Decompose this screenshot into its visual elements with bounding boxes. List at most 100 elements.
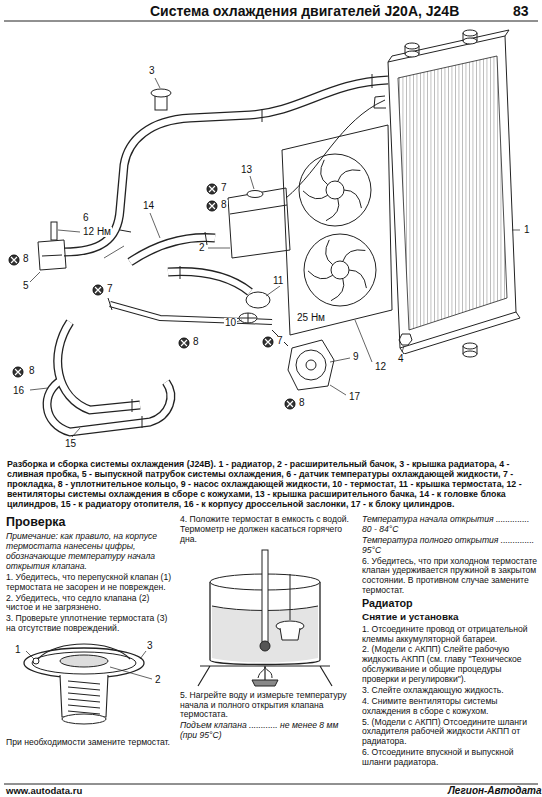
metal-pipe-part (108, 298, 112, 310)
step-text: 2. (Модели с АКПП) Слейте рабочую жидкос… (362, 645, 538, 685)
spec-text: Температура начала открытия ............… (362, 515, 538, 535)
seal-symbols-part (285, 399, 295, 409)
spec-text: Температура полного открытия ...........… (362, 536, 538, 556)
hose-clamps (120, 74, 372, 428)
figure-caption: Разборка и сборка системы охлаждения (J2… (7, 459, 535, 510)
dimension-label: 12 Нм (82, 227, 112, 237)
thermostat-cover-part (240, 313, 256, 323)
thermostat-test-figure-part (260, 641, 270, 651)
callout-number: 4 (397, 354, 405, 364)
figure: 1 3 2 (6, 637, 172, 735)
fan-shroud-part-part (344, 190, 361, 208)
seal-symbols-part (179, 338, 189, 348)
fan-shroud-part (303, 160, 366, 301)
step-text: 6. Отсоедините впускной и выпускной шлан… (362, 748, 538, 768)
water-pump-part (306, 360, 316, 370)
thermostat-test-figure-part (258, 667, 272, 678)
callout-number: 8 (28, 366, 36, 376)
step-text: 4. Положите термостат в емкость с водой.… (180, 515, 354, 545)
seal-symbols-part (93, 285, 103, 295)
callout-number: 3 (148, 66, 156, 76)
callout-number: 12 (374, 362, 387, 372)
thermostat-figure-part (26, 651, 152, 679)
step-text: 1. Отсоедините провод от отрицательной к… (362, 625, 538, 645)
fan-shroud-part-part (331, 279, 344, 301)
thermostat-figure (6, 637, 172, 735)
radiator-mounts (405, 30, 477, 357)
drain-plug (399, 334, 412, 345)
thermostat-figure-part (68, 681, 100, 714)
header-rule-part (4, 784, 538, 785)
callout-number: 16 (12, 386, 25, 396)
callout-number: 6 (82, 213, 90, 223)
outlet-pipe (38, 222, 66, 270)
callout-number: 2 (198, 243, 206, 253)
callout-number: 3 (146, 641, 154, 651)
radiator-cap (151, 89, 171, 110)
fan-shroud-part-part (321, 160, 328, 185)
fan-shroud-part (331, 261, 349, 279)
outlet-pipe-part (42, 255, 62, 256)
footer-publisher: Легион-Автодата (448, 785, 542, 797)
thermostat-cover-part (246, 292, 270, 308)
metal-pipe-part (110, 304, 272, 322)
callout-number: 8 (22, 254, 30, 264)
page-title: Система охлаждения двигателей J20A, J24B (150, 3, 459, 19)
radiator-mounts-part (463, 30, 477, 36)
expansion-tank-part (228, 188, 290, 258)
leader-lines (30, 78, 520, 437)
thermostat-figure-part (32, 652, 136, 674)
callout-number: 17 (348, 392, 361, 402)
seal-symbols-part (207, 201, 217, 211)
hoses-part (130, 238, 215, 262)
step-text: 5. (Модели с АКПП) Отсоедините шланги ох… (362, 718, 538, 748)
seal-symbols-part (263, 337, 273, 347)
callout-number: 2 (154, 675, 162, 685)
radiator-mounts-part (463, 38, 477, 44)
water-pump-part (288, 340, 334, 390)
step-text: 6. Убедитесь, что при холодном термостат… (362, 557, 538, 597)
thermostat-figure-part (60, 655, 108, 667)
seal-symbols-part (209, 186, 215, 192)
radiator-part (388, 36, 516, 348)
water-pump-part (272, 330, 288, 346)
header-rule-part (4, 21, 538, 22)
callout-number: 1 (14, 645, 22, 655)
radiator-part (398, 56, 507, 330)
fan-shroud-part-part (343, 250, 366, 262)
text-column: 4. Положите термостат в емкость с водой.… (180, 515, 354, 742)
seal-symbols-part (11, 257, 17, 263)
seal-symbols-part (265, 339, 271, 345)
text-column: ПроверкаПримечание: как правило, на корп… (6, 515, 172, 749)
thermostat-figure-part-part (68, 693, 100, 696)
outlet-pipe-part (51, 222, 57, 240)
thermostat-test-figure-part (290, 574, 291, 620)
note-text: Примечание: как правило, на корпусе терм… (6, 532, 172, 572)
header-rule (4, 21, 538, 784)
radiator-mounts-part (463, 351, 477, 357)
fan-shroud-part-part (326, 199, 339, 221)
thermostat-figure-part-part (68, 705, 100, 708)
callout-number: 8 (298, 398, 306, 408)
seal-symbols-part (13, 367, 23, 377)
callout-number: 7 (220, 183, 228, 193)
drain-plug-part (399, 334, 412, 345)
fan-shroud-part-part (308, 271, 333, 279)
callout-number: 13 (240, 165, 253, 175)
hoses-part (58, 322, 140, 410)
seal-symbols-part (15, 369, 21, 375)
fan-shroud-part (304, 234, 376, 306)
hoses (47, 80, 388, 432)
seal-symbols-part (9, 255, 19, 265)
callout-number: 5 (22, 281, 30, 291)
thermostat-test-figure-part (198, 666, 332, 686)
thermostat-test-figure-part (262, 550, 268, 644)
expansion-tank-part (230, 205, 287, 214)
hoses-part (64, 80, 388, 252)
thermostat-test-figure-part (252, 680, 278, 686)
metal-pipe-part (110, 304, 272, 322)
radiator-cap-part (151, 89, 171, 97)
fan-shroud-part-part (349, 270, 366, 288)
spec-text: Подъем клапана ............ не менее 8 м… (180, 721, 354, 741)
expansion-tank-part (286, 100, 385, 198)
